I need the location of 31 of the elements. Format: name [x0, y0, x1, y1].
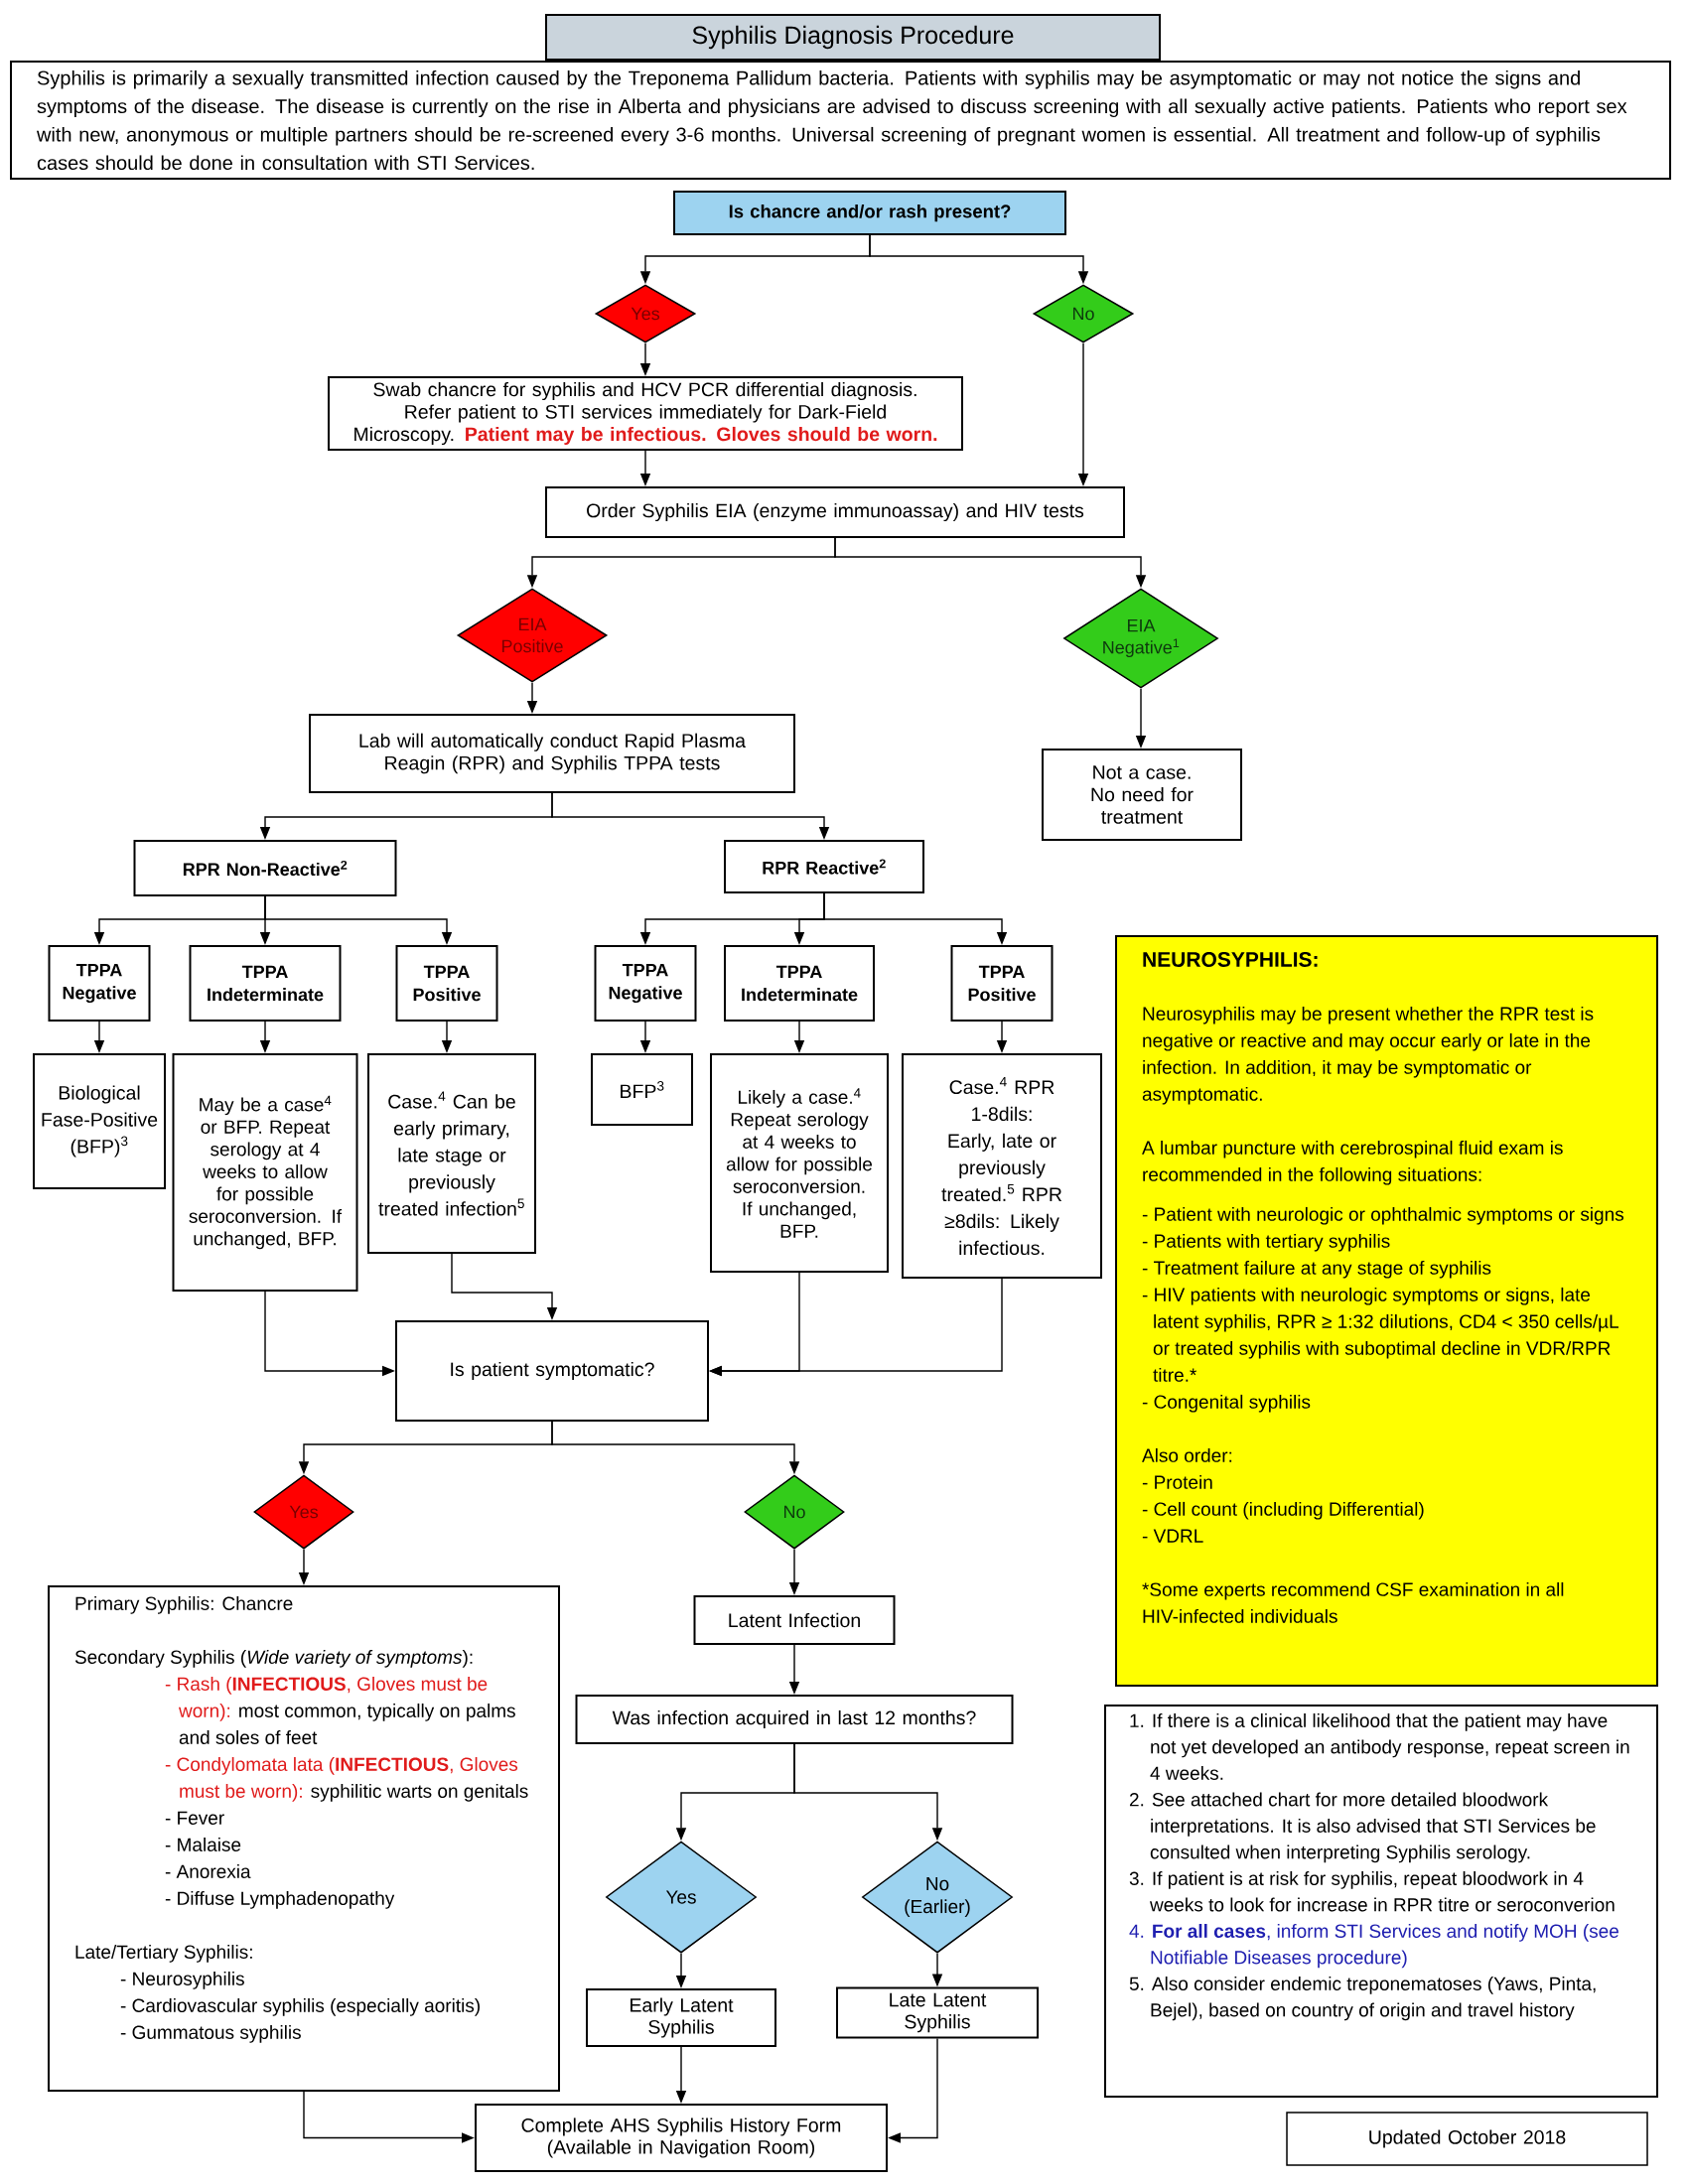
- question-box: Was infection acquired in last 12 months?: [575, 1695, 1014, 1744]
- process-box: Complete AHS Syphilis History Form (Available in Navigation Room): [475, 2104, 888, 2173]
- footnote-box: 1. If there is a clinical likelihood that the patient may have not yet developed an antibody response, repeat screen in 4 weeks. 2. See attached chart for more detailed bloodwork interpretations. It is also advised that STI Services be consulted when interpreting Syphilis serology. 3. If patient is at risk for syphilis, repeat bloodwork in 4 weeks to look for increase in RPR titre or seroconverion 4. For all cases, inform STI Services and notify MOH (see Notifiable Diseases procedure) 5. Also consider endemic treponematoses (Yaws, Pinta, Bejel), based on country of origin and travel history: [1104, 1705, 1658, 2099]
- result-box: TPPA Positive: [395, 945, 498, 1022]
- result-box: Not a case. No need for treatment: [1042, 749, 1242, 841]
- result-box: TPPA Negative: [594, 945, 697, 1022]
- result-box: TPPA Indeterminate: [724, 945, 875, 1022]
- process-box: Lab will automatically conduct Rapid Plasma Reagin (RPR) and Syphilis TPPA tests: [309, 714, 795, 793]
- result-box: TPPA Indeterminate: [189, 945, 342, 1022]
- result-box: Late Latent Syphilis: [836, 1986, 1039, 2039]
- outcome-box: May be a case$^{4}$ or BFP. Repeat serology at 4 weeks to allow for possible seroconversion. If unchanged, BFP.: [172, 1053, 358, 1292]
- result-box: RPR Reactive$^{2}$: [724, 840, 924, 893]
- outcome-box: Likely a case.$^{4}$ Repeat serology at 4 weeks to allow for possible seroconversion. If unchanged, BFP.: [710, 1053, 889, 1273]
- process-box: Latent Infection: [693, 1595, 896, 1645]
- question-box: Is patient symptomatic?: [395, 1320, 709, 1422]
- title-box: Syphilis Diagnosis Procedure: [545, 14, 1161, 61]
- info-box: Syphilis is primarily a sexually transmitted infection caused by the Treponema Pallidum bacteria. Patients with syphilis may be asymptomatic or may not notice the signs and symptoms of the disease. The disease is currently on the rise in Alberta and physicians are advised to discuss screening with all sexually active patients. Patients who report sex with new, anonymous or multiple partners should be re-screened every 3-6 months. Universal screening of pregnant women is essential. All treatment and follow-up of syphilis cases should be done in consultation with STI Services.: [10, 61, 1671, 180]
- highlighted-note-box: NEUROSYPHILIS: Neurosyphilis may be present whether the RPR test is negative or reactive and may occur early or late in the infection. In addition, it may be symptomatic or asymptomatic. A lumbar puncture with cerebrospinal fluid exam is recommended in the following situations: - Patient with neurologic or ophthalmic symptoms or signs - Patients with tertiary syphilis - Treatment failure at any stage of syphilis - HIV patients with neurologic symptoms or signs, late latent syphilis, RPR ≥ 1:32 dilutions, CD4 < 350 cells/µL or treated syphilis with suboptimal decline in VDR/RPR titre.* - Congenital syphilis Also order: - Protein - Cell count (including Differential) - VDRL *Some experts recommend CSF examination in all HIV-infected individuals: [1115, 935, 1658, 1687]
- outcome-box: Case.$^{4}$ Can be early primary, late stage or previously treated infection$^{5}$: [367, 1053, 536, 1254]
- result-box: Early Latent Syphilis: [586, 1988, 776, 2047]
- result-box: TPPA Positive: [950, 945, 1054, 1022]
- date-box: Updated October 2018: [1286, 2112, 1648, 2166]
- outcome-box: BFP$^{3}$: [591, 1053, 693, 1126]
- question-box: Is chancre and/or rash present?: [673, 191, 1066, 235]
- outcome-box: Biological Fase-Positive (BFP)$^{3}$: [33, 1053, 166, 1189]
- result-box: TPPA Negative: [48, 945, 151, 1022]
- process-box: Order Syphilis EIA (enzyme immunoassay) and HIV tests: [545, 486, 1125, 538]
- process-box: Swab chancre for syphilis and HCV PCR differential diagnosis. Refer patient to STI services immediately for Dark-Field Microscopy. Patient may be infectious. Gloves should be worn.: [328, 376, 963, 451]
- outcome-box: Case.$^{4}$ RPR 1-8dils: Early, late or previously treated.$^{5}$ RPR ≥8dils: Likely infectious.: [902, 1053, 1102, 1279]
- result-box: RPR Non-Reactive$^{2}$: [133, 840, 397, 896]
- symptom-list-box: Primary Syphilis: Chancre Secondary Syphilis (Wide variety of symptoms): - Rash (INFECTIOUS, Gloves must be worn): most common, typically on palms and soles of feet - Condylomata lata (INFECTIOUS, Gloves must be worn): syphilitic warts on genitals - Fever - Malaise - Anorexia - Diffuse Lymphadenopathy Late/Tertiary Syphilis: - Neurosyphilis - Cardiovascular syphilis (especially aoritis) - Gummatous syphilis: [48, 1585, 560, 2092]
